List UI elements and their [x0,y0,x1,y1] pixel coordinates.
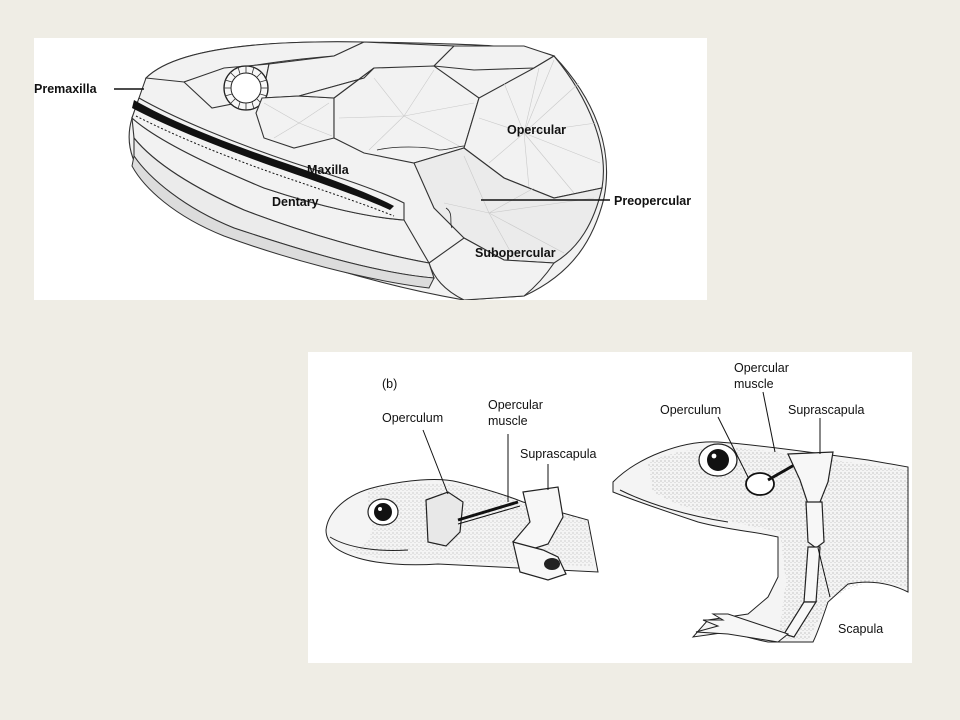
frog-figure [612,441,909,643]
opercular-label: Opercular [507,123,566,137]
frog-eye [698,443,738,477]
left-operculum-leader [422,429,449,495]
left-opercular-muscle-label-1: Opercular [488,398,543,412]
right-scapula-leader [817,547,831,598]
frog-hand [695,613,790,643]
salamander-scapula [512,541,567,581]
lower-tooth-row [135,115,395,217]
preopercular-label: Preopercular [614,194,691,208]
premaxilla-label: Premaxilla [34,82,98,96]
fish-skull-diagram: Premaxilla Maxilla Dentary Opercular Pre… [34,38,707,300]
cheek-bone [298,67,375,99]
amphibian-drawing: (b) Operculum Opercular muscle Suprascap… [325,361,909,643]
fish-skull-drawing: Premaxilla Maxilla Dentary Opercular Pre… [34,41,691,300]
panel-letter: (b) [382,377,397,391]
frog-forearm-bone [783,601,818,638]
subopercular-bone [428,237,555,300]
dentary-label: Dentary [272,195,319,209]
salamander-opercular-muscle [457,500,519,522]
left-suprascapula-label: Suprascapula [520,447,596,461]
lateral-line-mark [376,145,465,151]
preopercular-bone [413,147,603,264]
amphibian-opercular-diagram: (b) Operculum Opercular muscle Suprascap… [308,352,912,663]
salamander-figure [325,479,599,581]
maxilla-label: Maxilla [307,163,350,177]
subopercular-label: Subopercular [475,246,556,260]
salamander-mouth [329,536,409,551]
opercular-bone [463,55,604,199]
right-opercular-muscle-label-1: Opercular [734,361,789,375]
right-operculum-label: Operculum [660,403,721,417]
frog-opercular-muscle [767,462,797,482]
upper-tooth-row [132,100,394,210]
salamander-operculum [425,491,464,547]
salamander-opercular-muscle-edge [457,505,521,525]
right-opercular-muscle-label-2: muscle [734,377,774,391]
lateral-line-mark [445,207,453,229]
frog-mouth [619,489,729,523]
jaw-underside [131,154,435,289]
right-opercular-muscle-leader [762,391,776,453]
right-scapula-label: Scapula [838,622,883,636]
bone-radiation-lines [263,69,475,151]
eye-ring [223,65,269,111]
frog-operculum [745,472,775,496]
frog-scapula [805,501,825,549]
right-operculum-leader [717,416,749,478]
salamander-limb-socket [544,558,560,570]
left-operculum-label: Operculum [382,411,443,425]
right-suprascapula-label: Suprascapula [788,403,864,417]
left-opercular-muscle-label-2: muscle [488,414,528,428]
salamander-eye [367,498,399,526]
frog-skin-texture [648,448,908,640]
